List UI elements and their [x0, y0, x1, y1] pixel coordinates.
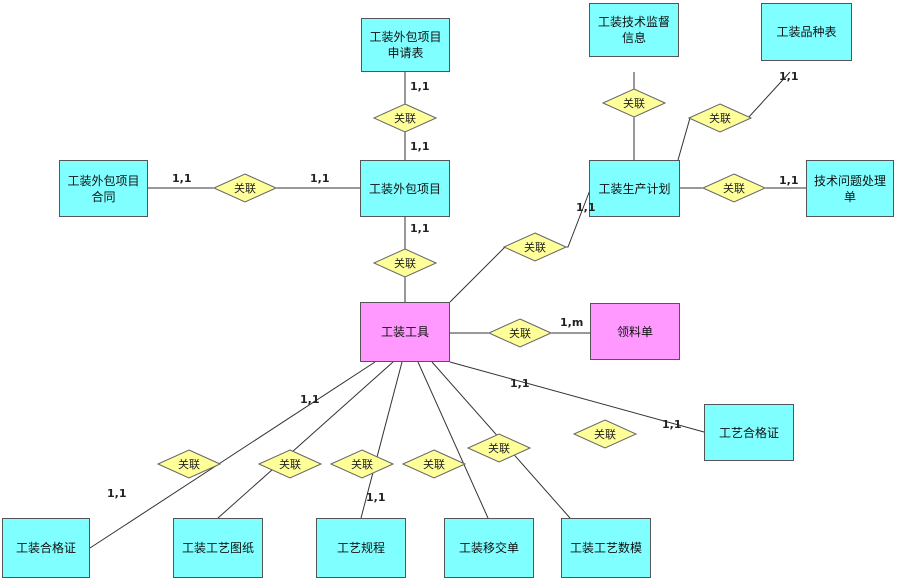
diamond-shape — [467, 433, 531, 463]
diamond-shape — [213, 173, 277, 203]
entity-process-model[interactable]: 工装工艺数模 — [561, 518, 651, 578]
relationship-tooling-requisition[interactable]: 关联 — [488, 318, 552, 348]
relationship-contract-project[interactable]: 关联 — [213, 173, 277, 203]
relationship-label: 关联 — [279, 458, 301, 471]
entity-variety-table[interactable]: 工装品种表 — [761, 3, 852, 61]
entity-production-plan[interactable]: 工装生产计划 — [589, 160, 680, 217]
relationship-label: 关联 — [234, 182, 256, 195]
entity-tech-issue[interactable]: 技术问题处理单 — [806, 160, 894, 217]
cardinality-label: 1,1 — [410, 222, 430, 235]
diamond-shape — [157, 449, 221, 479]
relationship-label: 关联 — [509, 327, 531, 340]
connector-tooling-handover — [417, 361, 489, 519]
relationship-label: 关联 — [423, 458, 445, 471]
relationship-tooling-model[interactable]: 关联 — [467, 433, 531, 463]
connector-tooling-tooling-cert — [89, 361, 376, 549]
diamond-shape — [258, 449, 322, 479]
entity-material-requisition[interactable]: 领料单 — [590, 303, 680, 360]
relationship-tooling-tooling-cert[interactable]: 关联 — [157, 449, 221, 479]
relationship-label: 关联 — [178, 458, 200, 471]
relationship-label: 关联 — [709, 112, 731, 125]
relationship-tooling-drawing[interactable]: 关联 — [258, 449, 322, 479]
cardinality-label: 1,1 — [779, 174, 799, 187]
entity-outsource-project[interactable]: 工装外包项目 — [360, 160, 450, 217]
diamond-shape — [702, 173, 766, 203]
entity-process-drawing[interactable]: 工装工艺图纸 — [173, 518, 263, 578]
cardinality-label: 1,1 — [779, 70, 799, 83]
cardinality-label: 1,1 — [576, 201, 596, 214]
entity-tooling-cert[interactable]: 工装合格证 — [2, 518, 90, 578]
relationship-label: 关联 — [394, 257, 416, 270]
relationship-tooling-plan[interactable]: 关联 — [503, 232, 567, 262]
diamond-shape — [602, 88, 666, 118]
diamond-shape — [503, 232, 567, 262]
relationship-label: 关联 — [594, 428, 616, 441]
relationship-supervision-plan[interactable]: 关联 — [602, 88, 666, 118]
relationship-label: 关联 — [488, 442, 510, 455]
relationship-label: 关联 — [351, 458, 373, 471]
connector-tooling-drawing — [217, 361, 394, 519]
relationship-variety-plan[interactable]: 关联 — [688, 103, 752, 133]
entity-outsource-apply[interactable]: 工装外包项目申请表 — [361, 18, 450, 72]
cardinality-label: 1,1 — [310, 172, 330, 185]
diamond-shape — [373, 103, 437, 133]
relationship-tooling-process-cert[interactable]: 关联 — [573, 419, 637, 449]
relationship-project-tooling[interactable]: 关联 — [373, 248, 437, 278]
diamond-shape — [488, 318, 552, 348]
relationship-label: 关联 — [723, 182, 745, 195]
cardinality-label: 1,1 — [410, 80, 430, 93]
diamond-shape — [330, 449, 394, 479]
relationship-label: 关联 — [394, 112, 416, 125]
relationship-tooling-spec[interactable]: 关联 — [330, 449, 394, 479]
entity-process-spec[interactable]: 工艺规程 — [316, 518, 406, 578]
cardinality-label: 1,m — [560, 316, 584, 329]
cardinality-label: 1,1 — [410, 140, 430, 153]
connector-tooling-process-cert — [449, 361, 705, 433]
relationship-tooling-handover[interactable]: 关联 — [402, 449, 466, 479]
diamond-shape — [373, 248, 437, 278]
entity-tech-supervision[interactable]: 工装技术监督信息 — [589, 3, 679, 57]
cardinality-label: 1,1 — [662, 418, 682, 431]
connector-tooling-spec — [360, 361, 403, 519]
cardinality-label: 1,1 — [366, 491, 386, 504]
cardinality-label: 1,1 — [172, 172, 192, 185]
entity-handover[interactable]: 工装移交单 — [444, 518, 534, 578]
entity-tooling[interactable]: 工装工具 — [360, 302, 450, 362]
relationship-label: 关联 — [623, 97, 645, 110]
cardinality-label: 1,1 — [107, 487, 127, 500]
relationship-label: 关联 — [524, 241, 546, 254]
relationship-plan-issue[interactable]: 关联 — [702, 173, 766, 203]
diamond-shape — [688, 103, 752, 133]
entity-outsource-contract[interactable]: 工装外包项目合同 — [59, 160, 148, 217]
relationship-apply-project[interactable]: 关联 — [373, 103, 437, 133]
diamond-shape — [402, 449, 466, 479]
cardinality-label: 1,1 — [300, 393, 320, 406]
entity-process-cert[interactable]: 工艺合格证 — [704, 404, 794, 461]
diamond-shape — [573, 419, 637, 449]
cardinality-label: 1,1 — [510, 377, 530, 390]
